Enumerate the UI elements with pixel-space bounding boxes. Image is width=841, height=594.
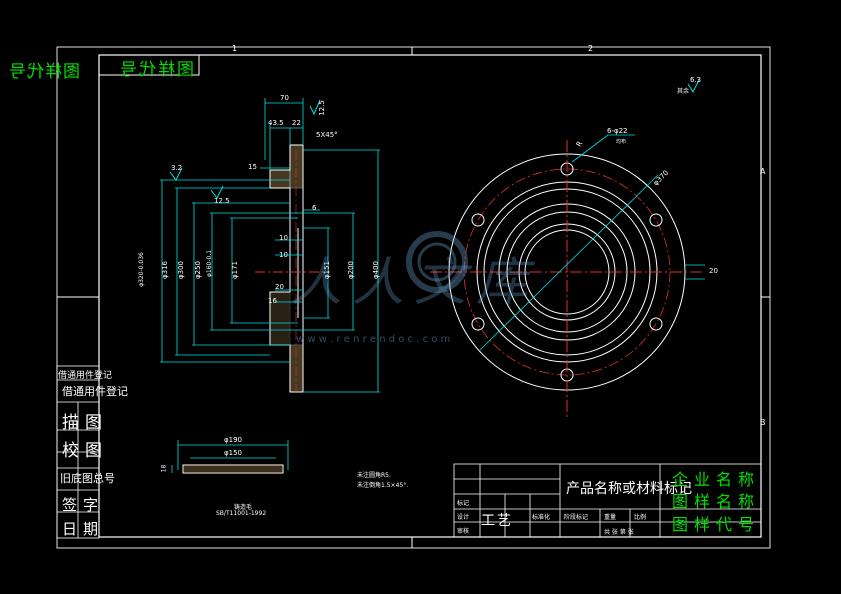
- dim-171: φ171: [230, 261, 239, 279]
- drawing-code: 图样代号: [672, 515, 761, 534]
- roughness-symbol-top: [309, 99, 321, 116]
- tb-stage: 阶段标记: [564, 514, 589, 521]
- side-view: [160, 98, 380, 393]
- front-dim-20: 20: [709, 267, 718, 275]
- tb-row-5: 标准化: [532, 514, 551, 521]
- dim-20: 20: [275, 283, 284, 291]
- dim-10b: 10: [279, 251, 288, 259]
- gasket-dim-190-text: φ190: [224, 436, 242, 444]
- gasket-dim-18-text: 18: [160, 464, 168, 473]
- tb-row-2: 设计: [457, 514, 470, 521]
- note-1: 未注圆角R5.: [357, 472, 391, 479]
- dim-70: 70: [280, 94, 289, 102]
- roughness-symbol-corner: [687, 79, 700, 94]
- front-dim-uniform: 均布: [616, 139, 627, 145]
- note-2: 未注倒角1.5×45°.: [357, 482, 409, 489]
- dim-12-5: 12.5: [317, 100, 326, 116]
- side-stamp-table: [56, 365, 100, 539]
- stamp-row-6: 日期: [62, 520, 105, 538]
- gasket-hatch: [183, 465, 283, 473]
- zone-label-1: 1: [232, 44, 238, 53]
- pcd-leader: [479, 174, 659, 351]
- zone-label-a: A: [760, 167, 766, 176]
- watermark-text: 人人文库: [290, 253, 539, 313]
- front-view: [430, 79, 705, 420]
- dim-chamfer: 5X45°: [316, 131, 338, 139]
- dim-22: 22: [292, 119, 301, 127]
- front-dim-holes: 6-φ22: [607, 127, 628, 135]
- title-block: [453, 463, 762, 538]
- tb-row-1: 标记: [457, 500, 470, 507]
- watermark-logo: [406, 231, 468, 293]
- stamp-row-3: 校图: [62, 441, 108, 461]
- stamp-row-5: 签字: [62, 496, 105, 514]
- bolt-hole: [471, 317, 485, 331]
- roughness-symbol-mid: [210, 185, 224, 199]
- dim-16: 16: [268, 297, 277, 305]
- tech-note-1: 铸造毛: [234, 504, 253, 511]
- product-name: 产品名称或材料标记: [566, 481, 692, 497]
- gasket-dim-150-text: φ150: [224, 449, 242, 457]
- dim-15: 15: [248, 163, 257, 171]
- dim-3-2: 3.2: [171, 164, 183, 172]
- tb-row-4: 工艺: [481, 513, 513, 529]
- drawing-name: 图样名称: [672, 492, 761, 511]
- stamp-row-0: 借通用件登记: [58, 371, 113, 381]
- side-profile-outline: [269, 144, 304, 393]
- front-roughness-value: 6.3: [690, 76, 702, 84]
- tb-ratio: 比例: [634, 514, 647, 521]
- side-dimension-lines: [160, 98, 380, 393]
- dim-tol-left: φ320-0.036: [137, 252, 145, 287]
- inner-frame: [98, 54, 762, 538]
- front-roughness-label: 其余: [677, 88, 690, 95]
- mirror-title-box: [98, 54, 200, 76]
- bolt-hole: [471, 213, 485, 227]
- dim-10a: 10: [279, 234, 288, 242]
- tb-weight: 重量: [604, 514, 617, 521]
- dim-12-5b: 12.5: [214, 197, 230, 205]
- gasket-body: [182, 464, 284, 474]
- stamp-row-4: 旧底图总号: [60, 472, 115, 485]
- watermark-url: w w w . r e n r e n d o c . c o m: [296, 334, 451, 345]
- bolt-hole: [649, 213, 663, 227]
- side-hatch-hub-top: [269, 169, 291, 189]
- dim-300: φ300: [176, 261, 185, 279]
- tech-note-2: SB/T11001-1992: [216, 510, 267, 517]
- dim-43-5: 43.5: [268, 119, 284, 127]
- dim-6: 6: [312, 204, 317, 212]
- zone-label-b: B: [760, 418, 766, 427]
- stamp-row-2: 描图: [62, 413, 108, 433]
- mirror-title-text-outside: 图样代号: [8, 62, 80, 82]
- hole-leader: [571, 134, 609, 163]
- tb-row-3: 审核: [457, 528, 470, 535]
- stamp-row-1: 借通用件登记: [62, 385, 128, 398]
- roughness-symbol-left: [169, 167, 183, 181]
- tb-sheet: 共 张 第 张: [604, 529, 634, 536]
- dim-316: φ316: [160, 261, 169, 279]
- dim-tol-left2: φ160-0.1: [206, 249, 214, 278]
- zone-label-2: 2: [588, 44, 594, 53]
- mirror-title-text: 图样代号: [118, 60, 194, 80]
- dim-250: φ250: [193, 261, 202, 279]
- company-name: 企业名称: [672, 470, 761, 489]
- gasket-view: [171, 440, 289, 474]
- bolt-hole: [649, 317, 663, 331]
